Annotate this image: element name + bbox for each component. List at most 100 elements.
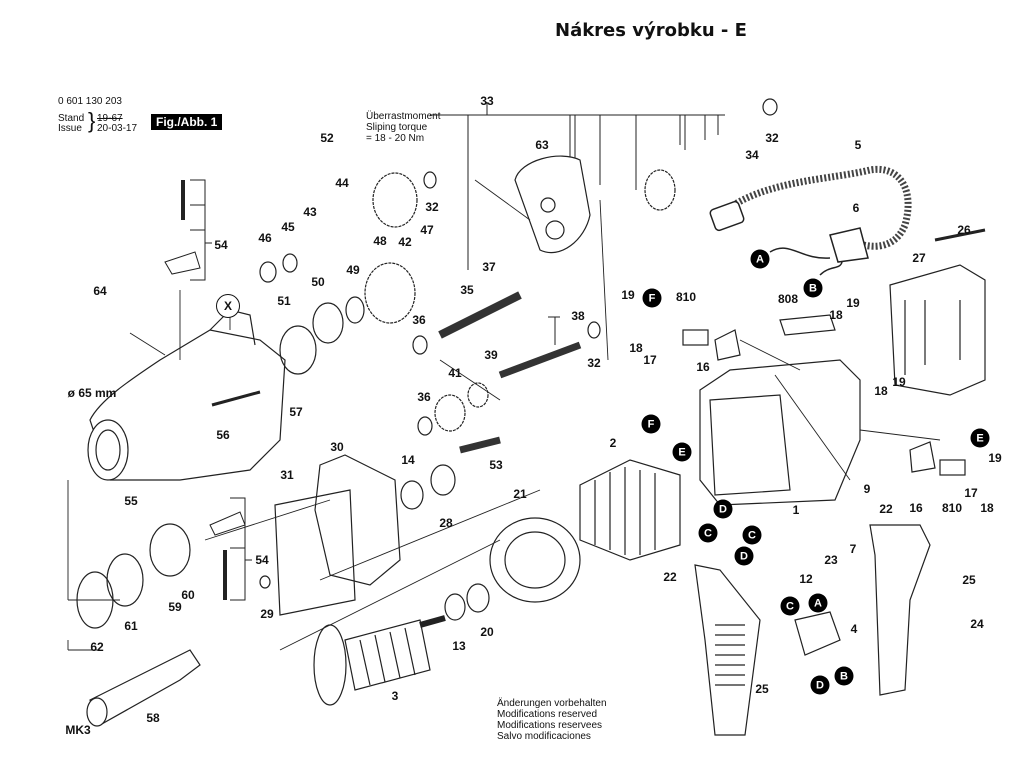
switch-part [794, 611, 841, 656]
part-label: 18 [874, 384, 888, 398]
connector-callout: D [734, 546, 754, 566]
part-label: 19 [988, 451, 1002, 465]
part-label: 39 [484, 348, 498, 362]
part-label: 62 [90, 640, 104, 654]
connector-callout: A [808, 593, 828, 613]
part-label: 22 [663, 570, 677, 584]
shaft-parts [438, 291, 582, 454]
part-label: 26 [957, 223, 971, 237]
part-label: 19 [846, 296, 860, 310]
brush-holder-parts [682, 329, 966, 476]
part-label: 18 [980, 501, 994, 515]
part-label: 31 [280, 468, 294, 482]
part-label: 19 [892, 375, 906, 389]
diameter-label: ø 65 mm [67, 386, 117, 400]
part-label: 28 [439, 516, 453, 530]
part-label: 36 [417, 390, 431, 404]
part-label: 17 [964, 486, 978, 500]
part-label: 51 [277, 294, 291, 308]
part-label: 23 [824, 553, 838, 567]
bracket-54-lower [209, 497, 252, 601]
modifications-note: Änderungen vorbehalten Modifications res… [497, 698, 607, 742]
part-label: 21 [513, 487, 527, 501]
part-label: 58 [146, 711, 160, 725]
note-line: Modifications reservees [497, 720, 603, 731]
connector-callout: F [642, 288, 662, 308]
note-line: Änderungen vorbehalten [497, 698, 607, 709]
part-label: 45 [281, 220, 295, 234]
part-label: 4 [850, 622, 858, 636]
torque-line: Überrastmoment [366, 111, 441, 122]
bearing-parts [76, 98, 778, 629]
part-label: 16 [909, 501, 923, 515]
part-label: 17 [643, 353, 657, 367]
motor-housing-part [699, 314, 861, 506]
torque-note: Überrastmoment Sliping torque = 18 - 20 … [366, 111, 440, 144]
part-label: 19 [621, 288, 635, 302]
part-label: 61 [124, 619, 138, 633]
part-label: 7 [849, 542, 857, 556]
bracket-54-upper [164, 179, 212, 281]
connector-callout: D [810, 675, 830, 695]
page-title: Nákres výrobku - E [555, 20, 747, 41]
torque-line: Sliping torque [366, 122, 428, 133]
part-label: 810 [675, 290, 697, 304]
part-label: 808 [777, 292, 799, 306]
part-label: 63 [535, 138, 549, 152]
part-label: 6 [852, 201, 860, 215]
note-line: Salvo modificaciones [497, 731, 591, 742]
part-label: 38 [571, 309, 585, 323]
part-label: 27 [912, 251, 926, 265]
part-label: 54 [255, 553, 269, 567]
part-label: 34 [745, 148, 759, 162]
part-label: 13 [452, 639, 466, 653]
end-shield-part [274, 454, 401, 616]
part-label: 20 [480, 625, 494, 639]
part-label: 57 [289, 405, 303, 419]
gear-housing-part [87, 309, 286, 481]
issue-label: Issue [58, 123, 82, 134]
spindle-part [86, 649, 201, 727]
stator-part [489, 459, 681, 603]
connector-callout: F [641, 414, 661, 434]
connector-callout: C [698, 523, 718, 543]
leader-lines [67, 179, 941, 651]
part-label: 18 [629, 341, 643, 355]
part-label: 56 [216, 428, 230, 442]
part-label: 18 [829, 308, 843, 322]
part-label: 16 [696, 360, 710, 374]
connector-callout: B [803, 278, 823, 298]
part-label: 810 [941, 501, 963, 515]
taper-label: MK3 [65, 723, 91, 737]
part-label: 12 [799, 572, 813, 586]
part-label: 49 [346, 263, 360, 277]
part-label: 50 [311, 275, 325, 289]
connector-callout: D [713, 499, 733, 519]
part-label: 25 [755, 682, 769, 696]
part-label: 48 [373, 234, 387, 248]
intermediate-plate-part [514, 155, 591, 254]
part-label: 47 [420, 223, 434, 237]
part-label: 41 [448, 366, 462, 380]
part-label: 60 [181, 588, 195, 602]
rear-cover-part [889, 228, 986, 396]
part-label: 3 [391, 689, 399, 703]
part-label: 32 [425, 200, 439, 214]
issue-date: 20-03-17 [97, 123, 138, 134]
part-label: 22 [879, 502, 893, 516]
bracket-38 [548, 316, 560, 345]
part-label: 1 [792, 503, 800, 517]
gear-parts [364, 169, 676, 432]
part-label: 43 [303, 205, 317, 219]
part-label: 36 [412, 313, 426, 327]
part-label: 14 [401, 453, 415, 467]
part-label: 53 [489, 458, 503, 472]
detail-marker: X [216, 294, 240, 318]
part-number: 0 601 130 203 [58, 96, 122, 107]
part-label: 32 [587, 356, 601, 370]
connector-callout: C [742, 525, 762, 545]
part-label: 44 [335, 176, 349, 190]
note-line: Modifications reserved [497, 709, 598, 720]
stand-date: 19-67 [97, 113, 123, 124]
